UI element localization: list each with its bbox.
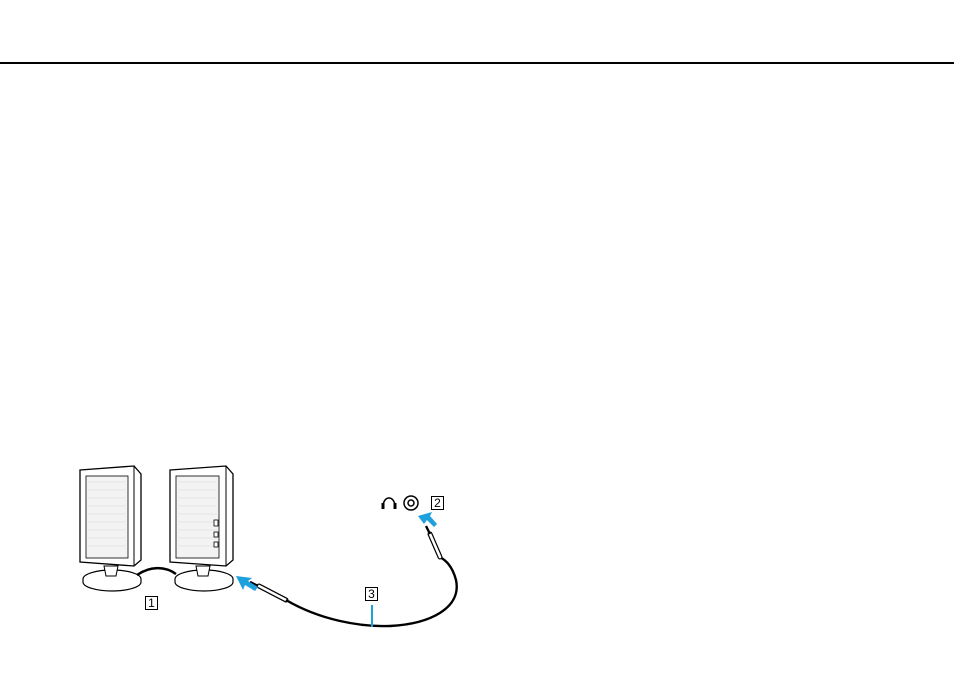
header-rule: [0, 62, 954, 64]
headphones-icon: [382, 498, 397, 509]
inter-speaker-cable: [137, 568, 176, 575]
callout-speaker-cable: 3: [365, 587, 378, 601]
callout-speakers: 1: [145, 596, 158, 610]
speaker-plug: [250, 582, 286, 600]
jack-icon: [404, 496, 418, 510]
speaker-connection-illustration: [0, 455, 480, 645]
arrow-icon: [418, 512, 437, 527]
speaker-left: [80, 466, 141, 591]
jack-plug: [426, 526, 440, 557]
callout-headphones-jack: 2: [431, 496, 444, 510]
speaker-right: [170, 466, 233, 591]
